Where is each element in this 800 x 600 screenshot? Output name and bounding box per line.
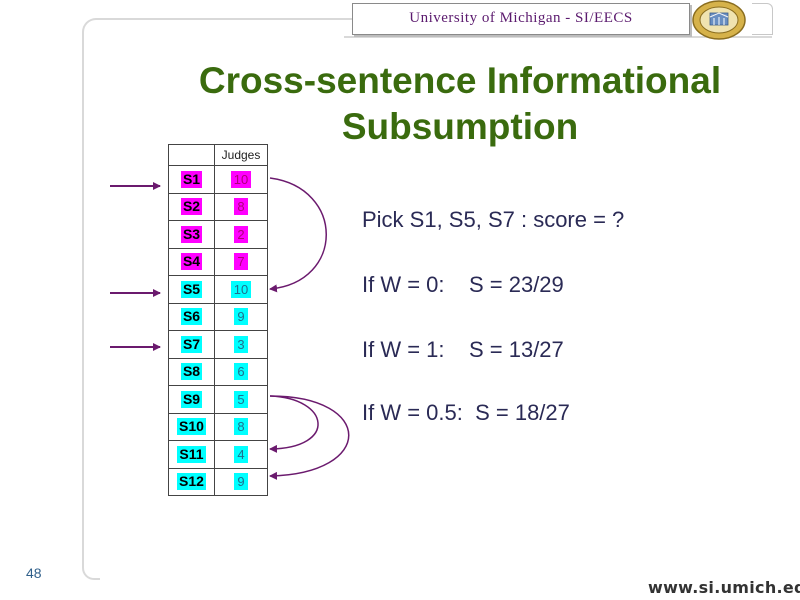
sentence-label-cell: S4	[168, 247, 215, 276]
page-number: 48	[26, 565, 42, 581]
sentence-label-cell: S10	[168, 412, 215, 441]
sentence-label-cell: S12	[168, 467, 215, 496]
sentence-label: S3	[180, 225, 203, 243]
frame-corner-bottom	[82, 556, 100, 580]
table-row: S11 4	[168, 440, 268, 469]
sentence-label: S12	[177, 473, 206, 491]
judges-table: Judges S1 10 S2 8 S3 2 S4 7 S5 10 S6 9 S…	[168, 144, 268, 496]
slide-title-line1: Cross-sentence Informational	[198, 60, 722, 101]
sentence-label: S11	[177, 445, 206, 463]
table-row: S5 10	[168, 275, 268, 304]
table-row: S1 10	[168, 165, 268, 194]
judge-score: 7	[234, 253, 248, 271]
judge-score-cell: 10	[214, 165, 268, 194]
score-w05: If W = 0.5: S = 18/27	[362, 400, 570, 425]
judge-score-cell: 10	[214, 275, 268, 304]
frame-line-top	[104, 18, 352, 20]
sentence-label: S1	[180, 170, 203, 188]
sentence-label: S4	[180, 253, 203, 271]
subsumption-curve-s9-s11	[269, 395, 319, 453]
slide-title-line2: Subsumption	[341, 106, 579, 147]
table-header-row: Judges	[168, 144, 268, 166]
frame-corner-top	[82, 18, 108, 44]
table-row: S3 2	[168, 220, 268, 249]
sentence-label: S8	[180, 363, 203, 381]
slide-title: Cross-sentence Informational Subsumption	[160, 58, 760, 150]
sentence-label-cell: S5	[168, 275, 215, 304]
judge-score-cell: 8	[214, 192, 268, 221]
table-row: S9 5	[168, 385, 268, 414]
sentence-label-cell: S3	[168, 220, 215, 249]
sentence-label: S6	[180, 308, 203, 326]
subsumption-curve-s9-s12	[269, 395, 350, 480]
judge-score-cell: 5	[214, 385, 268, 414]
footer-url: www.si.umich.edu	[648, 578, 800, 597]
pick-question: Pick S1, S5, S7 : score = ?	[362, 207, 625, 232]
institution-name: University of Michigan - SI/EECS	[409, 10, 633, 26]
judge-score-cell: 6	[214, 357, 268, 386]
judge-score-cell: 2	[214, 220, 268, 249]
sentence-label-cell: S8	[168, 357, 215, 386]
sentence-label: S7	[180, 335, 203, 353]
sentence-label: S5	[180, 280, 203, 298]
table-row: S8 6	[168, 357, 268, 386]
frame-line-header-bottom	[344, 36, 772, 38]
judge-score: 10	[230, 280, 252, 298]
judge-score: 2	[234, 225, 248, 243]
judge-score-cell: 9	[214, 467, 268, 496]
sentence-label: S2	[180, 198, 203, 216]
frame-line-left	[82, 40, 84, 558]
sentence-label-cell: S1	[168, 165, 215, 194]
judge-score: 8	[234, 198, 248, 216]
header-right-tab	[752, 3, 773, 35]
institution-banner: University of Michigan - SI/EECS	[352, 3, 690, 35]
table-row: S12 9	[168, 467, 268, 496]
subsumption-curve-s1-s5	[269, 177, 327, 293]
score-w1: If W = 1: S = 13/27	[362, 337, 564, 362]
judge-score: 4	[234, 445, 248, 463]
judge-score: 8	[234, 418, 248, 436]
judge-score: 6	[234, 363, 248, 381]
judge-score: 5	[234, 390, 248, 408]
sentence-label-cell: S2	[168, 192, 215, 221]
judge-score: 3	[234, 335, 248, 353]
judge-score-cell: 4	[214, 440, 268, 469]
table-row: S2 8	[168, 192, 268, 221]
score-w0: If W = 0: S = 23/29	[362, 272, 564, 297]
university-seal-icon	[692, 0, 746, 40]
judge-score-cell: 7	[214, 247, 268, 276]
sentence-label: S9	[180, 390, 203, 408]
judge-score: 10	[230, 170, 252, 188]
judge-score-cell: 3	[214, 330, 268, 359]
judge-score: 9	[234, 308, 248, 326]
judge-score: 9	[234, 473, 248, 491]
table-header-judges: Judges	[214, 144, 268, 166]
table-row: S10 8	[168, 412, 268, 441]
table-row: S4 7	[168, 247, 268, 276]
sentence-label: S10	[177, 418, 206, 436]
sentence-label-cell: S11	[168, 440, 215, 469]
